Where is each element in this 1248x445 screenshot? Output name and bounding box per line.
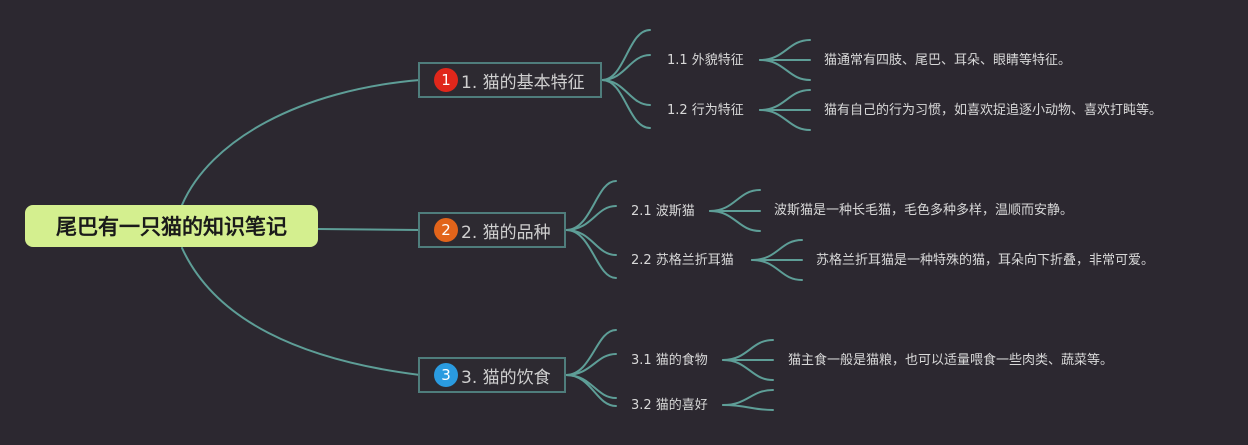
detail-2-1[interactable]: 波斯猫是一种长毛猫，毛色多种多样，温顺而安静。 bbox=[774, 203, 1074, 218]
link-topic1-sub1b bbox=[601, 54, 651, 81]
priority-badge-3: 3 bbox=[434, 363, 458, 387]
subtopic-3-2[interactable]: 3.2 猫的喜好 bbox=[631, 398, 708, 413]
detail-1-2[interactable]: 猫有自己的行为习惯，如喜欢捉追逐小动物、喜欢打盹等。 bbox=[824, 103, 1163, 118]
topic-2-label: 2. 猫的品种 bbox=[461, 222, 551, 243]
root-topic-label: 尾巴有一只猫的知识笔记 bbox=[56, 215, 287, 239]
subtopic-1-1[interactable]: 1.1 外貌特征 bbox=[667, 53, 744, 68]
detail-1-1[interactable]: 猫通常有四肢、尾巴、耳朵、眼睛等特征。 bbox=[824, 53, 1072, 68]
topic-2[interactable]: 2 2. 猫的品种 bbox=[418, 212, 566, 248]
link-root-topic-1 bbox=[181, 79, 421, 206]
topic-1[interactable]: 1 1. 猫的基本特征 bbox=[418, 62, 602, 98]
link-topic2-sub2b bbox=[565, 229, 617, 279]
subtopic-2-1[interactable]: 2.1 波斯猫 bbox=[631, 204, 695, 219]
topic-3[interactable]: 3 3. 猫的饮食 bbox=[418, 357, 566, 393]
link-topic2-sub1b bbox=[565, 205, 617, 231]
subtopic-2-2[interactable]: 2.2 苏格兰折耳猫 bbox=[631, 253, 734, 268]
topic-1-label: 1. 猫的基本特征 bbox=[461, 72, 585, 93]
subtopic-1-2[interactable]: 1.2 行为特征 bbox=[667, 103, 744, 118]
priority-badge-1: 1 bbox=[434, 68, 458, 92]
link-topic2-sub1 bbox=[565, 180, 617, 231]
detail-3-1[interactable]: 猫主食一般是猫粮，也可以适量喂食一些肉类、蔬菜等。 bbox=[788, 353, 1114, 368]
root-topic[interactable]: 尾巴有一只猫的知识笔记 bbox=[25, 205, 318, 247]
link-root-topic-2 bbox=[317, 228, 421, 231]
link-topic3-sub1b bbox=[565, 353, 617, 376]
link-topic3-sub2b bbox=[565, 374, 617, 407]
topic-3-label: 3. 猫的饮食 bbox=[461, 367, 551, 388]
detail-2-2[interactable]: 苏格兰折耳猫是一种特殊的猫，耳朵向下折叠，非常可爱。 bbox=[816, 253, 1155, 268]
link-topic3-sub1 bbox=[565, 329, 617, 376]
link-topic1-sub1 bbox=[601, 29, 651, 81]
link-topic1-sub2b bbox=[601, 79, 651, 129]
link-root-topic-3 bbox=[181, 247, 421, 376]
priority-badge-2: 2 bbox=[434, 218, 458, 242]
subtopic-3-1[interactable]: 3.1 猫的食物 bbox=[631, 353, 708, 368]
link-topic3-sub2 bbox=[565, 374, 617, 399]
